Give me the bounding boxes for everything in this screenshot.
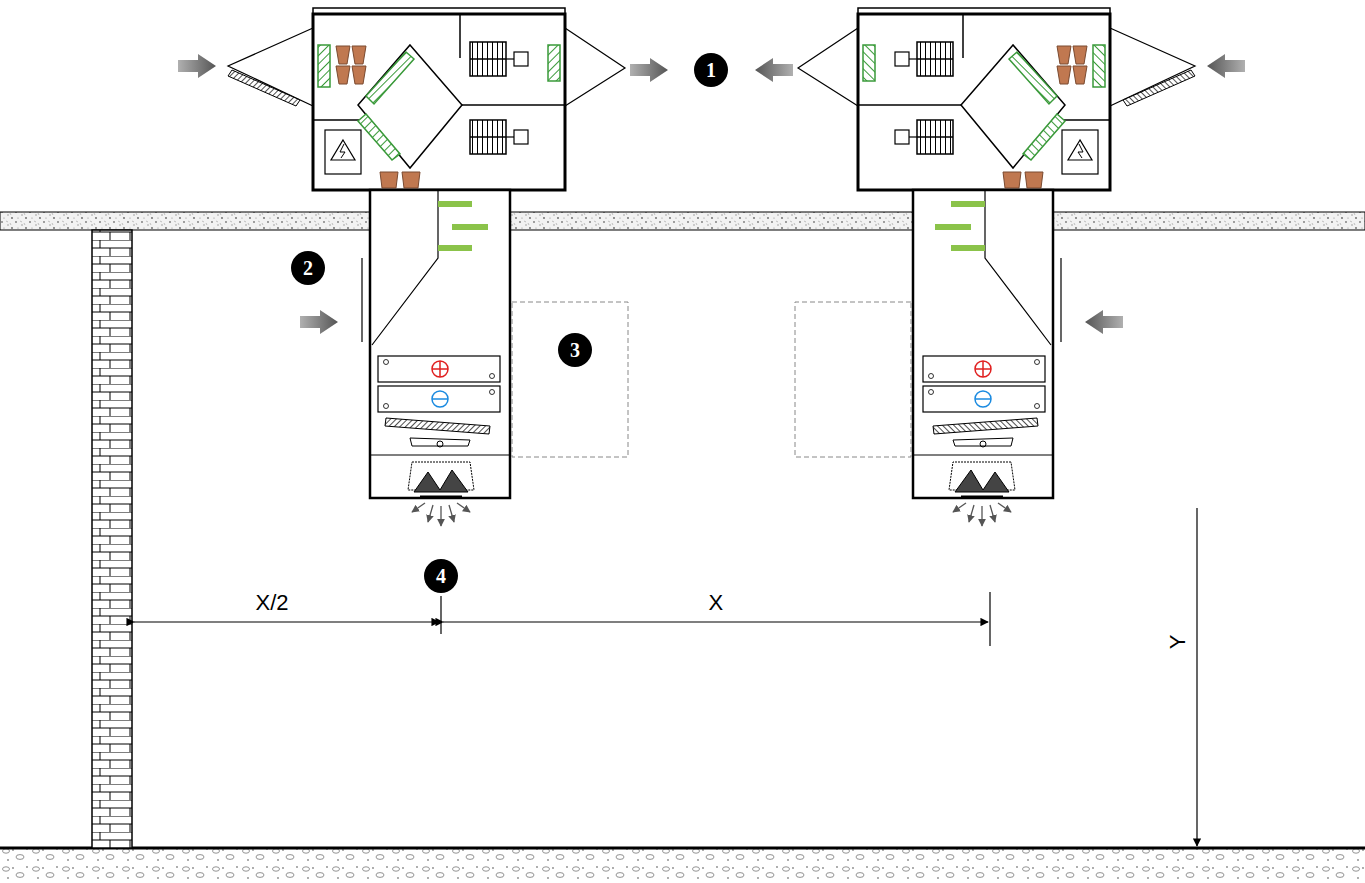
air-handling-unit: [755, 8, 1245, 526]
ceiling-slab: [0, 212, 1365, 230]
damper-actuator: [380, 172, 420, 188]
motor: [514, 52, 528, 66]
warning-triangle: [331, 140, 355, 160]
fan: [470, 120, 506, 154]
divider: [462, 104, 565, 106]
fitting: [384, 404, 389, 409]
filter: [548, 45, 560, 81]
filter: [358, 114, 400, 160]
intake-louver: [361, 258, 362, 342]
damper-blade: [452, 224, 488, 230]
grille: [228, 70, 300, 106]
heat-exchanger: [358, 45, 462, 168]
heat-symbol: [432, 361, 448, 377]
dimension-label: X/2: [253, 590, 292, 616]
cool-symbol: [432, 391, 448, 407]
electrical-box: [325, 130, 361, 174]
fitting: [490, 374, 495, 379]
filter: [318, 45, 330, 87]
drain-pan: [410, 438, 470, 446]
air-arrow: [630, 58, 668, 82]
fan: [470, 42, 506, 76]
fan-axis: [470, 136, 506, 138]
dimension-label: X: [706, 590, 727, 616]
diffuser-face: [420, 496, 462, 499]
dimension-lines: [134, 508, 1197, 846]
divider: [459, 14, 461, 58]
roof-casing: [313, 14, 565, 190]
cooling-coil: [378, 386, 500, 412]
air-arrow: [178, 54, 216, 78]
air-handling-unit: [178, 8, 668, 526]
shaft: [506, 136, 514, 137]
brick-wall: [92, 230, 132, 848]
divider: [370, 454, 510, 455]
dimension-label: Y: [1165, 632, 1191, 653]
air-arrow: [300, 310, 338, 334]
heater: [336, 46, 366, 84]
callout-number: 3: [558, 333, 592, 367]
service-area: [512, 302, 628, 457]
exhaust-hood: [565, 28, 625, 106]
cool-symbol: [432, 398, 448, 400]
ground: [0, 848, 1365, 883]
drain: [437, 441, 443, 447]
intake-hood: [228, 28, 313, 106]
heat-symbol: [432, 361, 448, 377]
callout-number: 2: [291, 251, 325, 285]
fitting: [490, 390, 495, 395]
mixing-plate: [372, 190, 438, 345]
lightning: [340, 144, 345, 158]
callout-number: 4: [424, 559, 458, 593]
shaft: [506, 58, 514, 59]
callout-number: 1: [694, 53, 728, 87]
fan-blades: [414, 470, 468, 492]
fitting: [384, 360, 389, 365]
floor-line: [0, 847, 1365, 850]
filter: [366, 52, 414, 104]
motor: [514, 130, 528, 144]
bag-filter: [385, 418, 490, 434]
fan-axis: [470, 58, 506, 60]
damper-blade: [438, 201, 472, 207]
supply-duct: [370, 190, 510, 498]
heating-coil: [378, 356, 500, 382]
damper-blade: [438, 245, 472, 251]
air-outflow: [412, 503, 470, 526]
